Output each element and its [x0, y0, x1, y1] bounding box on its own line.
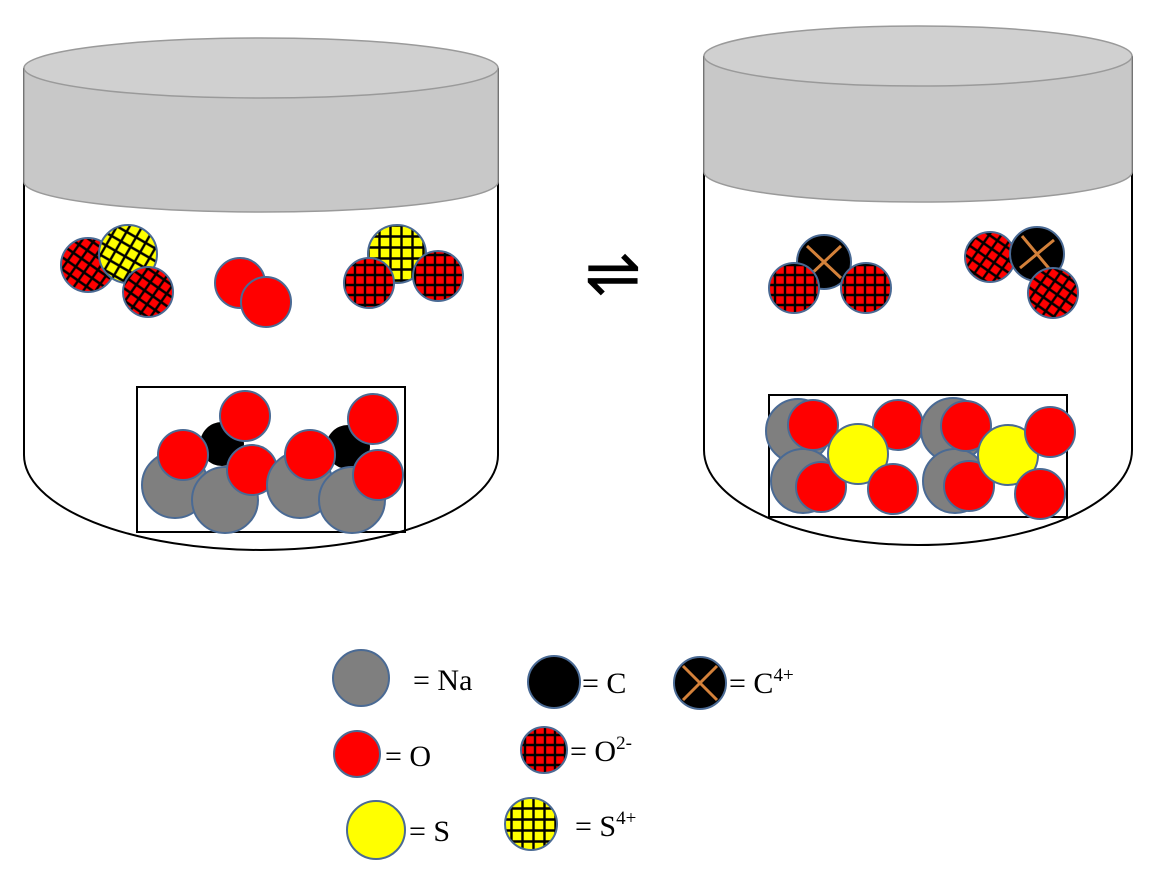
left-container [23, 37, 499, 551]
oxide-ion-swatch-icon [520, 726, 568, 774]
legend-prefix: = [385, 740, 409, 773]
legend-prefix: = [409, 815, 433, 848]
oxygen-atom [219, 390, 271, 442]
legend-prefix: = [413, 664, 437, 697]
legend-charge: 4+ [616, 808, 636, 829]
legend-item-c4: = C4+ [673, 656, 794, 710]
sulfur-atom [827, 423, 889, 485]
legend-symbol: S [599, 810, 616, 843]
right-jar-lid [703, 25, 1133, 203]
carbon-ion-swatch-icon [673, 656, 727, 710]
co2-molecule-right [964, 226, 1079, 319]
oxygen-atom [352, 449, 404, 501]
oxygen-atom [240, 276, 292, 328]
oxide-ion-atom [412, 250, 464, 302]
sulfur-swatch-icon [346, 800, 406, 860]
legend-item-o2: = O2- [520, 726, 632, 774]
svg-text:= O2-: = O2- [570, 733, 632, 768]
oxygen-atom [157, 429, 209, 481]
svg-text:= S4+: = S4+ [575, 808, 636, 843]
legend-symbol: O [409, 740, 431, 773]
svg-text:= S: = S [409, 815, 450, 848]
legend-charge: 4+ [773, 665, 793, 686]
oxygen-atom [1024, 406, 1076, 458]
oxygen-atom [795, 461, 847, 513]
oxygen-atom [1014, 468, 1066, 520]
sodium-carbonate-solid [141, 390, 404, 534]
solid-box-right [768, 394, 1068, 518]
legend-prefix: = [582, 667, 606, 700]
legend-symbol: S [433, 815, 450, 848]
solid-box-left [136, 386, 406, 533]
oxide-ion-atom [343, 257, 395, 309]
co2-molecule-left [768, 234, 892, 314]
legend-item-o: = O [333, 730, 431, 778]
legend-symbol: C [753, 667, 773, 700]
legend-symbol: Na [437, 664, 472, 697]
legend-item-c: = C [527, 655, 626, 709]
legend-charge: 2- [616, 733, 632, 754]
oxygen-swatch-icon [333, 730, 381, 778]
sulfur-ion-swatch-icon [504, 797, 558, 851]
oxygen-atom [787, 399, 839, 451]
left-jar-lid [23, 37, 499, 213]
legend-prefix: = [570, 735, 594, 768]
legend-item-s4: = S4+ [504, 797, 636, 851]
oxygen-atom [940, 400, 992, 452]
legend-symbol: O [594, 735, 616, 768]
o2-molecule [214, 257, 292, 328]
carbon-swatch-icon [527, 655, 581, 709]
oxygen-atom [867, 463, 919, 515]
right-container [703, 25, 1133, 546]
so2-molecule-right [343, 224, 464, 309]
oxygen-atom [347, 393, 399, 445]
svg-text:= C4+: = C4+ [729, 665, 794, 700]
svg-text:= Na: = Na [413, 664, 472, 697]
legend-prefix: = [575, 810, 599, 843]
svg-text:= O: = O [385, 740, 431, 773]
legend-symbol: C [606, 667, 626, 700]
oxide-ion-atom [1027, 267, 1079, 319]
sodium-swatch-icon [332, 649, 390, 707]
oxide-ion-atom [964, 231, 1016, 283]
so2-molecule-left [60, 224, 174, 318]
legend: = Na = C = C4+ = O = O2- = S [332, 649, 794, 860]
svg-text:= C: = C [582, 667, 626, 700]
sodium-sulfate-solid [765, 397, 1076, 520]
legend-item-s: = S [346, 800, 450, 860]
oxygen-atom [943, 460, 995, 512]
oxide-ion-atom [840, 262, 892, 314]
legend-item-na: = Na [332, 649, 472, 707]
oxygen-atom [284, 429, 336, 481]
oxide-ion-atom [768, 262, 820, 314]
legend-prefix: = [729, 667, 753, 700]
equilibrium-arrow: ⇌ [585, 234, 642, 313]
oxide-ion-atom [122, 266, 174, 318]
